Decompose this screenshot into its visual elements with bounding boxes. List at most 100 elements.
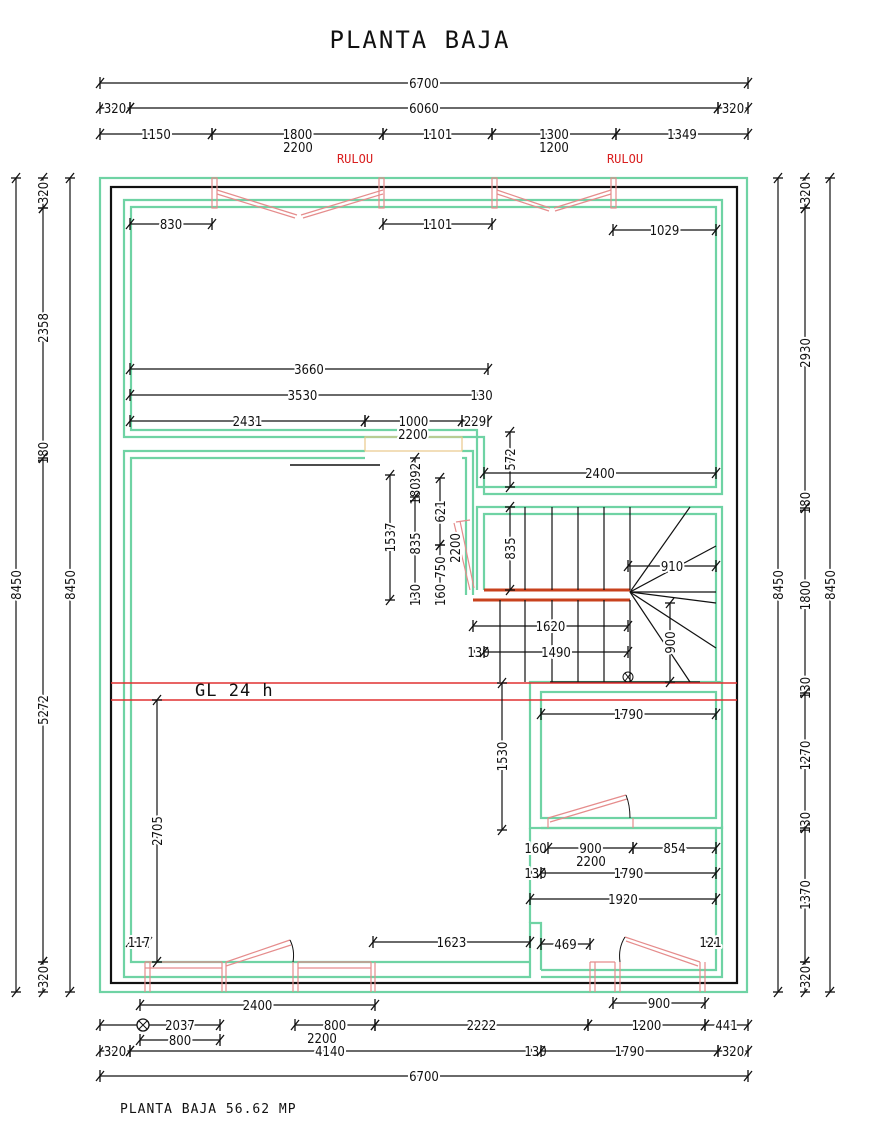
dimension-label: 572	[504, 448, 519, 470]
dimension-label: 8450	[824, 570, 839, 600]
dimension-label: 1623	[437, 936, 467, 951]
rulou-label-right: RULOU	[607, 152, 643, 166]
dimension-label: 320	[104, 1045, 126, 1060]
dimension-label: 117	[128, 936, 150, 951]
room-top-inner	[129, 205, 718, 489]
stair-door	[453, 519, 475, 591]
dimension-label: 835	[409, 532, 424, 554]
dimension-label: 1790	[615, 1045, 645, 1060]
dimension-label: 2930	[799, 338, 814, 368]
dimension-label: 2400	[585, 467, 615, 482]
dimension-label: 6700	[409, 1070, 439, 1085]
dimension-label: 2200	[307, 1032, 337, 1047]
dimension-label: 910	[661, 560, 683, 575]
dimension-label: 1530	[496, 742, 511, 772]
dimension-label: 1620	[536, 620, 566, 635]
stair-tread	[629, 591, 691, 683]
dimension-label: 320	[104, 102, 126, 117]
dimension-label: 1029	[650, 224, 680, 239]
dimension-label: 1349	[667, 128, 697, 143]
room-top-outline	[122, 198, 724, 496]
plan-title: PLANTA BAJA	[330, 26, 511, 54]
dimension-label: 2200	[449, 533, 464, 563]
dimension-label: 1150	[141, 128, 171, 143]
living-room-inner	[129, 456, 530, 964]
dimension-label: 2705	[151, 816, 166, 846]
dimension-label: 469	[554, 938, 576, 953]
dimension-label: 1101	[423, 218, 453, 233]
dimension-label: 830	[160, 218, 182, 233]
dimension-label: 1800	[799, 581, 814, 611]
dimension-label: 800	[324, 1019, 346, 1034]
dimension-label: 4140	[315, 1045, 345, 1060]
dimension-label: 160	[524, 842, 546, 857]
stair-tread	[629, 545, 717, 593]
dimension-label: 320	[722, 1045, 744, 1060]
dimension-label: 320	[37, 182, 52, 204]
rulou-label-left: RULOU	[337, 152, 373, 166]
dimension-label: 1790	[614, 708, 644, 723]
beam-label: GL 24 h	[195, 681, 274, 701]
dimension-label: 1800	[283, 128, 313, 143]
outer-wall-line	[98, 176, 749, 994]
dimension-label: 320	[799, 182, 814, 204]
dimension-label: 130	[470, 389, 492, 404]
dimension-label: 1490	[541, 646, 571, 661]
dimension-label: 6700	[409, 77, 439, 92]
stairs-room-outline	[475, 505, 724, 683]
dimension-label: 392	[409, 463, 424, 485]
dimension-label: 320	[722, 102, 744, 117]
dimension-label: 900	[648, 997, 670, 1012]
stair-tread	[629, 591, 717, 604]
dimension-label: 1920	[608, 893, 638, 908]
dimension-label: 2222	[467, 1019, 497, 1034]
dimension-label: 2431	[233, 415, 263, 430]
dimension-label: 1370	[799, 880, 814, 910]
dimension-label: 2400	[243, 999, 273, 1014]
dimension-label: 1270	[799, 741, 814, 771]
dimension-label: 1790	[614, 867, 644, 882]
dimension-label: 160	[434, 584, 449, 606]
dimension-label: 2200	[576, 855, 606, 870]
dimension-label: 621	[434, 500, 449, 522]
dimension-label: 835	[504, 537, 519, 559]
dimension-label: 2037	[165, 1019, 195, 1034]
dimension-label: 1101	[423, 128, 453, 143]
stair-tread	[629, 591, 717, 649]
dimension-label: 6060	[409, 102, 439, 117]
storage-inner	[539, 690, 718, 820]
dimension-label: 1200	[539, 141, 569, 156]
structure-outline	[109, 185, 739, 985]
dimension-label: 1300	[539, 128, 569, 143]
dimension-label: 750	[434, 556, 449, 578]
dimension-label: 320	[37, 966, 52, 988]
dimension-label: 1000	[399, 415, 429, 430]
dimension-label: 229	[464, 415, 486, 430]
dimension-label: 2200	[398, 428, 428, 443]
dimension-label: 900	[579, 842, 601, 857]
dimension-label: 2358	[37, 313, 52, 343]
dimension-label: 121	[699, 936, 721, 951]
dimension-label: 441	[715, 1019, 737, 1034]
beam: GL 24 h	[111, 681, 737, 701]
windows	[144, 177, 706, 992]
dimension-label: 320	[799, 966, 814, 988]
stair-tread	[629, 506, 691, 593]
area-footer: PLANTA BAJA 56.62 MP	[120, 1102, 297, 1117]
dimension-label: 1200	[632, 1019, 662, 1034]
doorway-opening	[364, 436, 463, 452]
storage-outline	[528, 680, 724, 830]
dimension-label: 3530	[288, 389, 318, 404]
dimension-label: 130	[799, 677, 814, 699]
dimension-label: 3660	[294, 363, 324, 378]
dimension-label: 8450	[10, 570, 25, 600]
dimension-label: 8450	[64, 570, 79, 600]
dimension-label: 900	[664, 631, 679, 653]
dimension-label: 180	[799, 492, 814, 514]
dimension-label: 854	[663, 842, 685, 857]
dimension-label: 8450	[772, 570, 787, 600]
dimension-label: 2200	[283, 141, 313, 156]
dimension-label: 180	[37, 442, 52, 464]
dimension-label: 130	[799, 812, 814, 834]
